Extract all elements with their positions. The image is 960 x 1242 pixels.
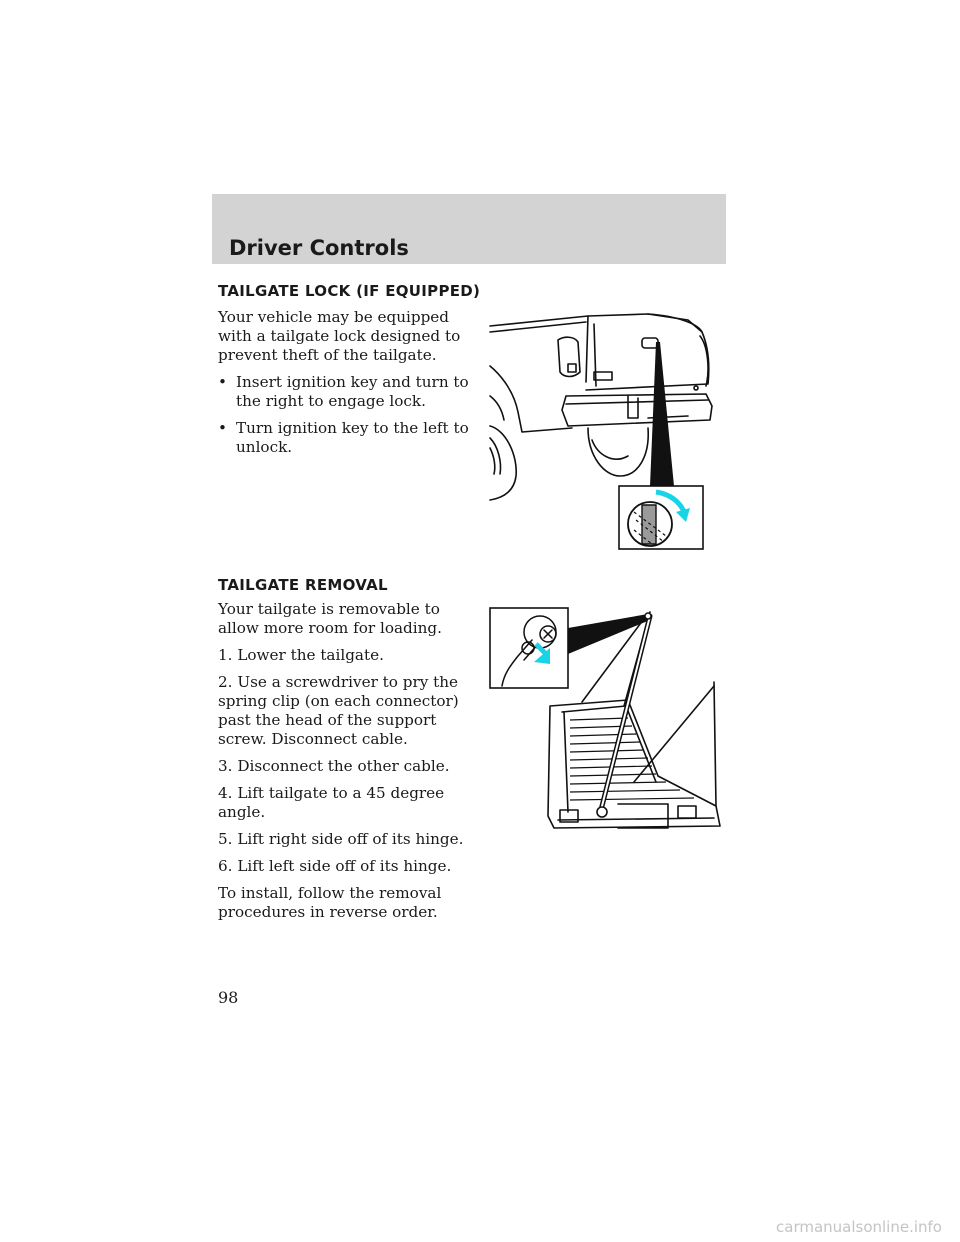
page-number: 98 <box>218 988 239 1007</box>
list-item: 4. Lift tailgate to a 45 degree angle. <box>218 784 445 821</box>
tailgate-removal-intro: Your tailgate is removable to allow more… <box>218 600 442 637</box>
list-item: 5. Lift right side off of its hinge. <box>218 830 464 848</box>
bullet-icon: • <box>218 373 227 391</box>
list-item: • Insert ignition key and turn to the ri… <box>218 373 480 411</box>
tailgate-lock-illustration <box>489 313 713 550</box>
bullet-text: Turn ignition key to the left to unlock. <box>236 419 469 456</box>
list-item: 3. Disconnect the other cable. <box>218 757 450 775</box>
header-title: Driver Controls <box>229 236 409 260</box>
bullet-text: Insert ignition key and turn to the righ… <box>236 373 469 410</box>
watermark: carmanualsonline.info <box>776 1218 942 1236</box>
tailgate-removal-heading: TAILGATE REMOVAL <box>218 576 388 594</box>
tailgate-removal-closing: To install, follow the removal procedure… <box>218 884 442 921</box>
tailgate-lock-heading: TAILGATE LOCK (IF EQUIPPED) <box>218 282 481 300</box>
list-item: 1. Lower the tailgate. <box>218 646 384 664</box>
tailgate-lock-text: Your vehicle may be equipped with a tail… <box>218 308 480 465</box>
tailgate-removal-illustration <box>489 607 721 829</box>
tailgate-removal-text: Your tailgate is removable to allow more… <box>218 600 480 930</box>
tailgate-lock-intro: Your vehicle may be equipped with a tail… <box>218 308 461 364</box>
bullet-icon: • <box>218 419 227 437</box>
list-item: 2. Use a screwdriver to pry the spring c… <box>218 673 459 748</box>
list-item: 6. Lift left side off of its hinge. <box>218 857 452 875</box>
header-bar: Driver Controls <box>212 194 726 264</box>
list-item: • Turn ignition key to the left to unloc… <box>218 419 480 457</box>
